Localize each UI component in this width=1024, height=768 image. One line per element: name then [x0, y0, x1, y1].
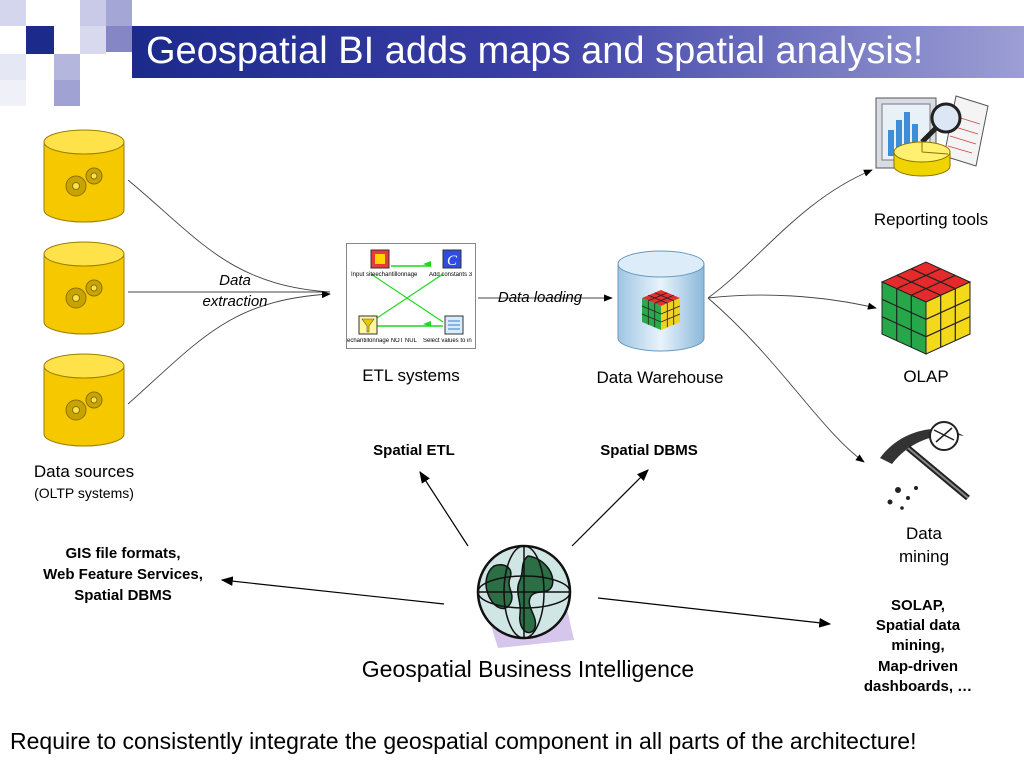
- warehouse-cylinder: [617, 250, 705, 352]
- deco-square: [54, 80, 80, 106]
- gears-icon: [65, 279, 103, 309]
- title-bar: [132, 26, 1024, 78]
- deco-square: [80, 26, 106, 54]
- gis-formats-line1: GIS file formats,: [65, 545, 181, 562]
- mining-label-line2: mining: [898, 547, 950, 566]
- etl-label: ETL systems: [362, 366, 460, 385]
- geospatial-bi-label: Geospatial Business Intelligence: [361, 656, 695, 682]
- deco-square: [54, 54, 80, 80]
- spatial-etl-label: Spatial ETL: [373, 442, 455, 459]
- etl-node4-label: Select values to in: [423, 338, 472, 344]
- source-cylinder: [43, 129, 125, 223]
- deco-square: [0, 54, 26, 80]
- gears-icon: [65, 167, 103, 197]
- solap-line5: dashboards, …: [863, 678, 973, 695]
- mining-label-line1: Data: [906, 524, 942, 543]
- gis-formats-line3: Spatial DBMS: [74, 587, 172, 604]
- arrow-to-gis-formats: [220, 576, 445, 605]
- etl-node2-label: Add constants 3: [429, 272, 473, 278]
- mining-curve: [707, 297, 865, 463]
- deco-square: [106, 0, 132, 26]
- slide-title: Geospatial BI adds maps and spatial anal…: [146, 30, 924, 72]
- etl-constant-icon: [442, 249, 462, 269]
- svg-text:C: C: [447, 253, 458, 269]
- reporting-tools-icon: [875, 95, 989, 177]
- loading-label: Data loading: [497, 289, 583, 306]
- olap-label: OLAP: [903, 367, 949, 386]
- source-cylinder: [43, 353, 125, 447]
- extraction-curve-top: [127, 179, 331, 293]
- etl-node1-label: Input siteechantillonnage: [351, 272, 418, 278]
- extraction-curve-bottom: [127, 290, 331, 405]
- deco-square: [80, 0, 106, 26]
- olap-curve: [707, 294, 877, 310]
- solap-line3: mining,: [891, 637, 945, 654]
- spatial-dbms-label: Spatial DBMS: [600, 442, 698, 459]
- reporting-curve: [707, 169, 873, 299]
- arrow-to-solap: [597, 597, 832, 628]
- deco-square: [0, 0, 26, 26]
- deco-square: [106, 26, 132, 52]
- solap-line4: Map-driven: [877, 658, 958, 675]
- solap-line1: SOLAP,: [891, 597, 945, 614]
- globe-icon: [476, 544, 574, 648]
- sources-label: Data sources: [33, 462, 135, 481]
- deco-square: [26, 26, 54, 54]
- footer-statement: Require to consistently integrate the ge…: [10, 728, 917, 754]
- solap-line2: Spatial data: [875, 617, 961, 634]
- sources-sublabel: (OLTP systems): [34, 485, 134, 501]
- deco-square: [54, 0, 80, 26]
- cube-icon: [641, 290, 681, 330]
- olap-cube-icon: [880, 261, 972, 355]
- gis-formats-line2: Web Feature Services,: [43, 566, 203, 583]
- extraction-label-line2: extraction: [202, 293, 268, 310]
- etl-workflow-image: C Input siteechantillonnage Add constant…: [346, 243, 476, 349]
- gears-icon: [65, 391, 103, 421]
- arrow-to-spatial-dbms: [571, 469, 649, 547]
- deco-square: [0, 80, 26, 106]
- extraction-label-line1: Data: [219, 272, 251, 289]
- etl-node3-label: echantillonnage NOT NULL: [347, 338, 417, 344]
- source-cylinder: [43, 241, 125, 335]
- arrow-to-spatial-etl: [419, 470, 469, 547]
- pickaxe-icon: [880, 421, 970, 510]
- warehouse-label: Data Warehouse: [596, 368, 724, 387]
- reporting-label: Reporting tools: [873, 210, 989, 229]
